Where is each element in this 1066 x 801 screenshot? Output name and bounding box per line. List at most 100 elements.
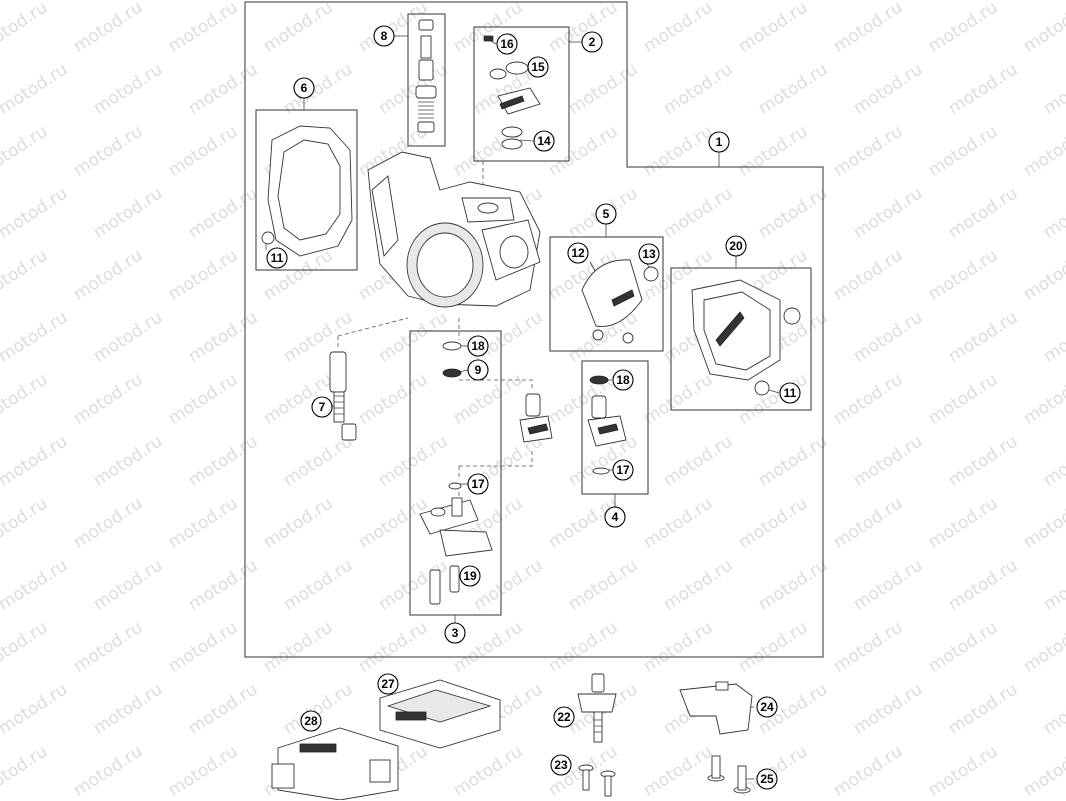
box-assembly-8	[407, 13, 446, 147]
callout-number: 12	[571, 246, 585, 260]
callout-circle	[266, 247, 288, 269]
box-assembly-20	[670, 267, 812, 411]
callout-circle	[300, 710, 322, 732]
callout-number: 9	[475, 363, 482, 377]
callout-number: 17	[471, 477, 485, 491]
callout-circle	[293, 77, 315, 99]
callout-circle	[638, 243, 660, 265]
callout-circle	[444, 622, 466, 644]
callout-c11a: 11	[266, 247, 288, 269]
callout-c3: 3	[444, 622, 466, 644]
callout-circle	[725, 235, 747, 257]
main-assembly-frame	[244, 1, 824, 658]
callout-c13: 13	[638, 243, 660, 265]
callout-c12: 12	[567, 242, 589, 264]
box-assembly-3	[409, 330, 502, 616]
callout-c16: 16	[496, 33, 518, 55]
callout-number: 27	[381, 677, 395, 691]
callout-number: 11	[784, 386, 797, 400]
part-7-sensor	[329, 351, 357, 441]
part-group-5	[581, 259, 659, 344]
callout-circle	[459, 565, 481, 587]
callout-circle	[553, 706, 575, 728]
callout-c24: 24	[756, 696, 778, 718]
callout-c5: 5	[595, 203, 617, 225]
callout-number: 18	[471, 339, 485, 353]
callout-number: 23	[554, 758, 568, 772]
part-group-8	[415, 19, 437, 133]
callout-number: 1	[716, 135, 723, 149]
callout-c1: 1	[708, 131, 730, 153]
callout-number: 24	[760, 700, 774, 714]
callout-circle	[533, 130, 555, 152]
callout-circle	[612, 369, 634, 391]
callout-c20: 20	[725, 235, 747, 257]
callout-circle	[756, 768, 778, 790]
ecu-units	[271, 679, 501, 800]
throttle-body	[367, 151, 541, 308]
part-group-4	[587, 375, 627, 475]
callout-number: 20	[729, 239, 743, 253]
callout-c8: 8	[373, 25, 395, 47]
callout-circle	[467, 359, 489, 381]
callout-number: 4	[612, 510, 619, 524]
part-group-20	[691, 279, 801, 396]
callout-circle	[311, 396, 333, 418]
callout-number: 22	[557, 710, 571, 724]
callout-number: 14	[537, 134, 551, 148]
callout-c15: 15	[527, 56, 549, 78]
callout-number: 7	[319, 400, 326, 414]
callout-c25: 25	[756, 768, 778, 790]
part-group-22-23	[577, 673, 617, 797]
callout-number: 28	[304, 714, 318, 728]
callout-circle	[567, 242, 589, 264]
callout-number: 8	[381, 29, 388, 43]
callout-number: 11	[271, 251, 284, 265]
callout-c28: 28	[300, 710, 322, 732]
callout-number: 16	[500, 37, 514, 51]
callout-circle	[496, 33, 518, 55]
callout-number: 18	[616, 373, 630, 387]
callout-number: 5	[603, 207, 610, 221]
part-group-24-25	[679, 681, 753, 794]
callout-circle	[612, 459, 634, 481]
callout-circle	[708, 131, 730, 153]
callout-number: 17	[616, 463, 630, 477]
callout-circle	[595, 203, 617, 225]
callout-c7: 7	[311, 396, 333, 418]
callout-c2: 2	[581, 31, 603, 53]
callout-c6: 6	[293, 77, 315, 99]
callout-circle	[779, 382, 801, 404]
callout-circle	[373, 25, 395, 47]
callout-number: 3	[452, 626, 459, 640]
callout-circle	[527, 56, 549, 78]
callout-circle	[467, 335, 489, 357]
callout-c11b: 11	[779, 382, 801, 404]
callout-number: 25	[760, 772, 774, 786]
callout-number: 2	[589, 35, 596, 49]
callout-c4: 4	[604, 506, 626, 528]
callout-c18a: 18	[467, 335, 489, 357]
callout-c17b: 17	[612, 459, 634, 481]
callout-c14: 14	[533, 130, 555, 152]
callout-circle	[581, 31, 603, 53]
callout-circle	[604, 506, 626, 528]
callout-c22: 22	[553, 706, 575, 728]
callout-c17a: 17	[467, 473, 489, 495]
callout-circle	[756, 696, 778, 718]
part-group-6	[261, 125, 353, 257]
callout-c27: 27	[377, 673, 399, 695]
part-group-2	[483, 35, 541, 150]
box-assembly-5	[549, 236, 664, 352]
part-group-3	[419, 341, 553, 605]
callout-c19: 19	[459, 565, 481, 587]
callout-c9: 9	[467, 359, 489, 381]
box-assembly-2	[473, 26, 570, 162]
box-assembly-6	[255, 109, 358, 271]
callout-number: 13	[642, 247, 656, 261]
callout-circle	[467, 473, 489, 495]
callout-number: 15	[531, 60, 545, 74]
callout-c18b: 18	[612, 369, 634, 391]
